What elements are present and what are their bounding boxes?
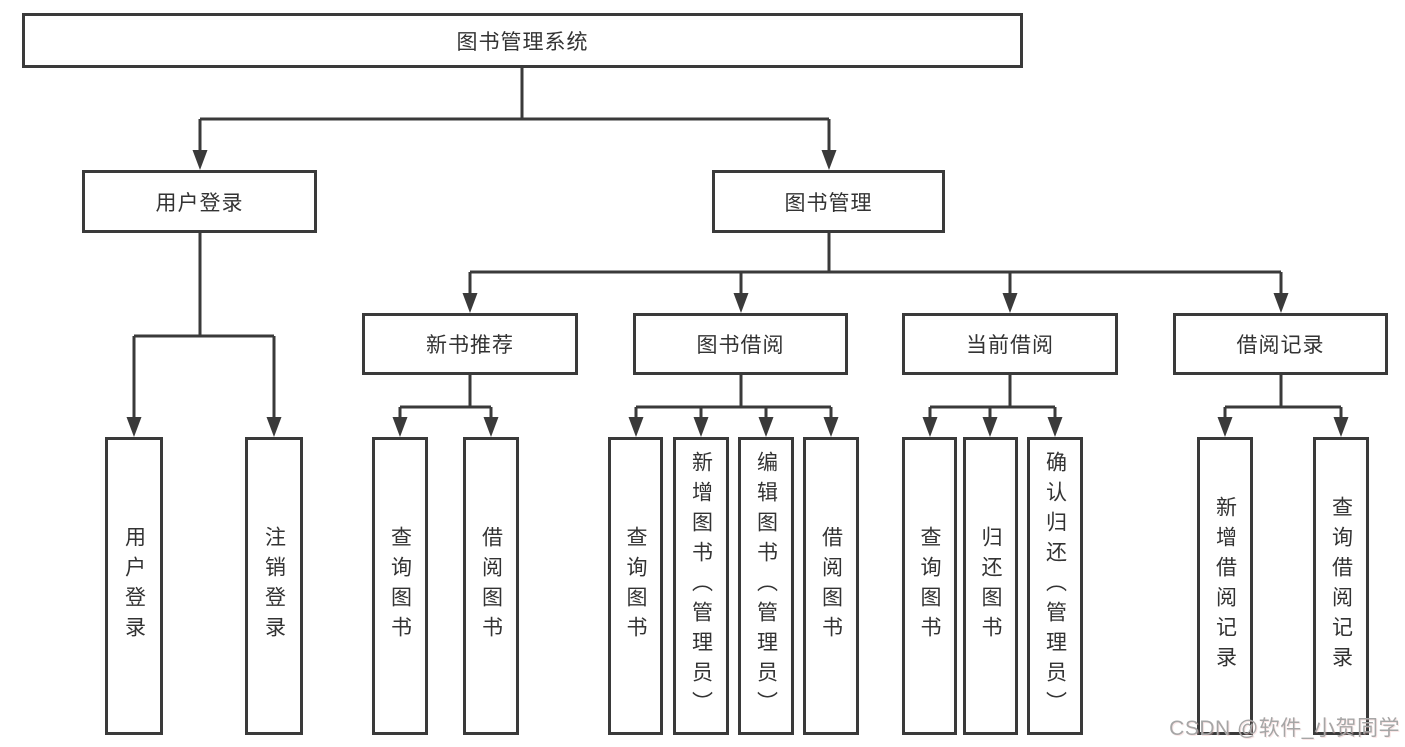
node-user-login: 用户登录 bbox=[82, 170, 317, 233]
leaf-edit-books-admin-label: 编辑图书（管理员） bbox=[754, 451, 778, 721]
node-borrowing-records-label: 借阅记录 bbox=[1236, 334, 1325, 357]
leaf-edit-books-admin: 编辑图书（管理员） bbox=[738, 437, 794, 735]
leaf-query-borrow-record-label: 查询借阅记录 bbox=[1329, 496, 1353, 676]
node-book-management-label: 图书管理 bbox=[784, 191, 873, 215]
leaf-logout: 注销登录 bbox=[245, 437, 303, 735]
leaf-query-books-current: 查询图书 bbox=[902, 437, 957, 735]
arrowheads bbox=[126, 150, 1349, 437]
leaf-query-books-current-label: 查询图书 bbox=[918, 526, 941, 646]
leaf-query-books-recommend: 查询图书 bbox=[372, 437, 428, 735]
node-user-login-label: 用户登录 bbox=[155, 191, 244, 215]
leaf-query-books-recommend-label: 查询图书 bbox=[388, 526, 412, 646]
node-root-label: 图书管理系统 bbox=[456, 30, 589, 54]
leaf-confirm-return-admin-label: 确认归还（管理员） bbox=[1043, 451, 1067, 721]
node-new-book-recommend-label: 新书推荐 bbox=[426, 334, 514, 357]
node-book-borrowing: 图书借阅 bbox=[633, 313, 848, 375]
leaf-borrow-books: 借阅图书 bbox=[803, 437, 859, 735]
leaf-user-login: 用户登录 bbox=[105, 437, 163, 735]
leaf-query-books-borrowing: 查询图书 bbox=[608, 437, 663, 735]
leaf-query-books-borrowing-label: 查询图书 bbox=[624, 526, 647, 646]
leaf-add-books-admin-label: 新增图书（管理员） bbox=[689, 451, 713, 721]
leaf-borrow-books-label: 借阅图书 bbox=[819, 526, 843, 646]
node-current-borrowing: 当前借阅 bbox=[902, 313, 1118, 375]
leaf-return-books-label: 归还图书 bbox=[979, 526, 1002, 646]
node-book-management: 图书管理 bbox=[712, 170, 945, 233]
leaf-borrow-books-recommend-label: 借阅图书 bbox=[479, 526, 503, 646]
csdn-watermark: CSDN @软件_小贺同学 bbox=[1169, 717, 1400, 740]
leaf-return-books: 归还图书 bbox=[963, 437, 1018, 735]
leaf-query-borrow-record: 查询借阅记录 bbox=[1313, 437, 1369, 735]
leaf-borrow-books-recommend: 借阅图书 bbox=[463, 437, 519, 735]
leaf-logout-label: 注销登录 bbox=[262, 526, 286, 646]
node-borrowing-records: 借阅记录 bbox=[1173, 313, 1388, 375]
node-book-borrowing-label: 图书借阅 bbox=[696, 334, 785, 357]
leaf-user-login-label: 用户登录 bbox=[122, 526, 146, 646]
leaf-add-books-admin: 新增图书（管理员） bbox=[673, 437, 729, 735]
node-current-borrowing-label: 当前借阅 bbox=[966, 334, 1054, 357]
leaf-confirm-return-admin: 确认归还（管理员） bbox=[1027, 437, 1083, 735]
node-new-book-recommend: 新书推荐 bbox=[362, 313, 578, 375]
leaf-add-borrow-record: 新增借阅记录 bbox=[1197, 437, 1253, 735]
node-root: 图书管理系统 bbox=[22, 13, 1023, 68]
leaf-add-borrow-record-label: 新增借阅记录 bbox=[1213, 496, 1237, 676]
